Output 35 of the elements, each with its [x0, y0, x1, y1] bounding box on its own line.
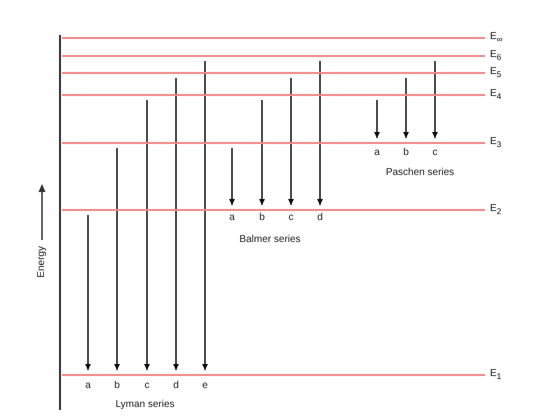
- energy-level-label: E$_{2}$: [490, 203, 502, 217]
- transition-arrow: [85, 215, 91, 370]
- line-letter: c: [144, 380, 150, 392]
- transition-arrow: [432, 61, 438, 138]
- transition-arrow: [374, 100, 380, 138]
- line-letter: c: [288, 212, 294, 224]
- energy-level-label: E$_{6}$: [490, 49, 502, 63]
- energy-level-label: E$_{4}$: [490, 88, 502, 102]
- series-name: Balmer series: [239, 234, 301, 246]
- transition-arrow: [288, 78, 294, 205]
- line-letter: b: [403, 147, 409, 159]
- transition-arrow: [403, 78, 409, 138]
- energy-level-label: E$_{5}$: [490, 66, 502, 80]
- transition-arrow: [114, 148, 120, 370]
- line-letter: a: [229, 212, 235, 224]
- transition-arrow: [202, 61, 208, 370]
- energy-level-label: E$_{3}$: [490, 136, 502, 150]
- line-letter: e: [202, 380, 208, 392]
- transition-arrow: [229, 148, 235, 205]
- transition-arrow: [259, 100, 265, 205]
- line-letter: a: [85, 380, 91, 392]
- energy-level-label: E$_{1}$: [490, 368, 502, 382]
- line-letter: b: [114, 380, 120, 392]
- energy-level-label: E$_{∞}$: [490, 31, 503, 45]
- axis-label: Energy: [36, 246, 48, 278]
- line-letter: c: [432, 147, 438, 159]
- line-letter: d: [173, 380, 179, 392]
- line-letter: a: [374, 147, 380, 159]
- series-name: Lyman series: [115, 399, 175, 411]
- transition-arrow: [173, 78, 179, 370]
- transition-arrow: [144, 100, 150, 370]
- line-letter: b: [259, 212, 265, 224]
- line-letter: d: [317, 212, 323, 224]
- transition-arrow: [317, 61, 323, 205]
- series-name: Paschen series: [386, 167, 454, 179]
